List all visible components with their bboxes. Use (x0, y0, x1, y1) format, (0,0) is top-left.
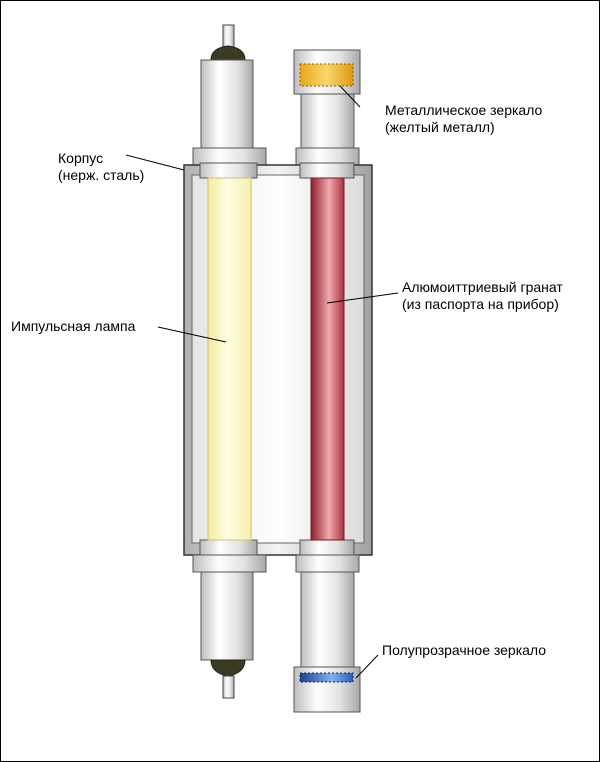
label-housing-line2: (нерж. сталь) (58, 167, 145, 183)
label-metal-mirror-line1: Металлическое зеркало (385, 102, 543, 118)
leader-flash-lamp (157, 326, 227, 343)
leader-lines (125, 85, 399, 679)
label-garnet-rod: Алюмоиттриевый гранат (из паспорта на пр… (402, 279, 563, 313)
lamp-cap-bottom (210, 659, 246, 677)
flash-lamp-assembly (192, 24, 267, 166)
rod-flange-bottom (295, 554, 360, 573)
garnet-rod (310, 177, 345, 541)
label-metal-mirror: Металлическое зеркало (желтый металл) (385, 102, 542, 136)
flash-lamp-tube (207, 177, 252, 541)
label-garnet-rod-line1: Алюмоиттриевый гранат (402, 279, 563, 295)
rod-collar-bottom (299, 539, 355, 556)
label-flash-lamp-line1: Импульсная лампа (11, 318, 136, 334)
leader-metal-mirror (339, 85, 361, 108)
rod-tube-bottom (300, 571, 355, 668)
label-semi-mirror-line1: Полупрозрачное зеркало (382, 642, 547, 658)
rod-assembly-bottom (293, 554, 361, 713)
leader-semi-mirror (355, 654, 379, 679)
rod-assembly-top (293, 49, 361, 166)
label-garnet-rod-line2: (из паспорта на прибор) (402, 296, 559, 312)
semi-transparent-mirror (299, 672, 354, 683)
lamp-holder-bottom (200, 571, 254, 661)
flash-lamp-assembly-bottom (192, 554, 267, 699)
metal-mirror (299, 63, 354, 87)
lamp-cap-top (210, 45, 246, 61)
label-housing: Корпус (нерж. сталь) (58, 150, 144, 184)
lamp-flange-bottom (192, 554, 267, 573)
rod-collar-top (299, 162, 355, 179)
label-housing-line1: Корпус (58, 150, 104, 166)
lamp-collar-top (199, 162, 258, 179)
leader-garnet-rod (326, 292, 399, 304)
housing (183, 162, 373, 556)
label-flash-lamp: Импульсная лампа (11, 318, 135, 335)
lamp-holder-top (200, 59, 254, 149)
label-semi-mirror: Полупрозрачное зеркало (382, 642, 546, 659)
lamp-flange-top (192, 147, 267, 166)
rod-flange-top (295, 147, 360, 166)
lamp-collar-bottom (199, 539, 258, 556)
rod-tube-top (300, 93, 355, 149)
label-metal-mirror-line2: (желтый металл) (385, 119, 495, 135)
leader-housing (125, 154, 185, 171)
lamp-electrode-bottom (222, 675, 235, 699)
